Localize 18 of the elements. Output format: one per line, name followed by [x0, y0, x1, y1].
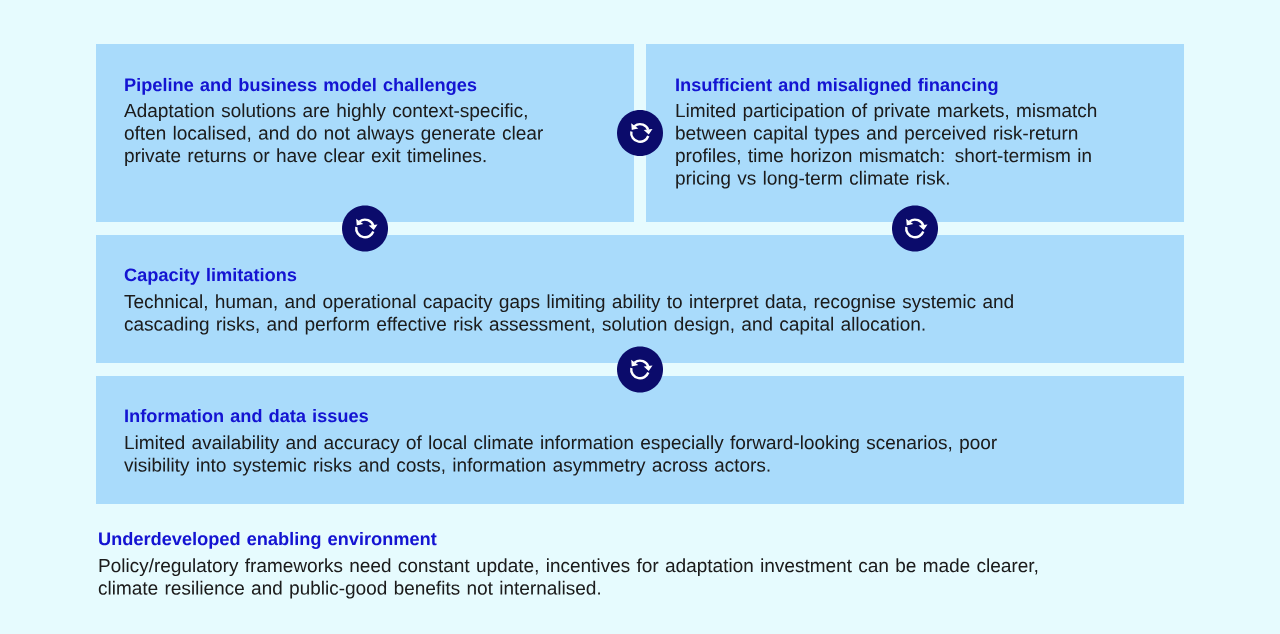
info-box	[96, 44, 634, 222]
info-box	[96, 235, 1184, 363]
body-text: Adaptation solutions are highly context-specific, often localised, and do not always generate clear private returns or have clear exit timelines.	[124, 103, 543, 167]
heading: Insufficient and misaligned financing	[676, 77, 998, 95]
heading: Underdeveloped enabling environment	[99, 531, 437, 549]
cycle-arrows	[892, 205, 938, 252]
info-box	[646, 44, 1184, 222]
cycle-arrows	[342, 205, 388, 252]
heading: Pipeline and business model challenges	[125, 77, 477, 95]
info-box	[96, 376, 1184, 504]
body-text: Technical, human, and operational capacity gaps limiting ability to interpret data, recognise systemic and cascading risks, and perform effective risk assessment, solution design, and capital allocation.	[124, 294, 1013, 335]
body-text: Limited availability and accuracy of local climate information especially forward-looking scenarios, poor visibility into systemic risks and costs, information asymmetry across actors.	[124, 435, 997, 476]
heading: Information and data issues	[125, 408, 368, 423]
cycle-arrows	[617, 110, 663, 156]
cycle-arrows	[617, 346, 663, 393]
heading: Capacity limitations	[124, 267, 297, 285]
body-text: Limited participation of private markets, mismatch between capital types and perceived risk-return profiles, time horizon mismatch: short-termism in pricing vs long-term climate risk.	[676, 103, 1097, 189]
body-text: Policy/regulatory frameworks need constant update, incentives for adaptation investment can be made clearer, climate resilience and public-good benefits not internalised.	[98, 558, 1038, 599]
